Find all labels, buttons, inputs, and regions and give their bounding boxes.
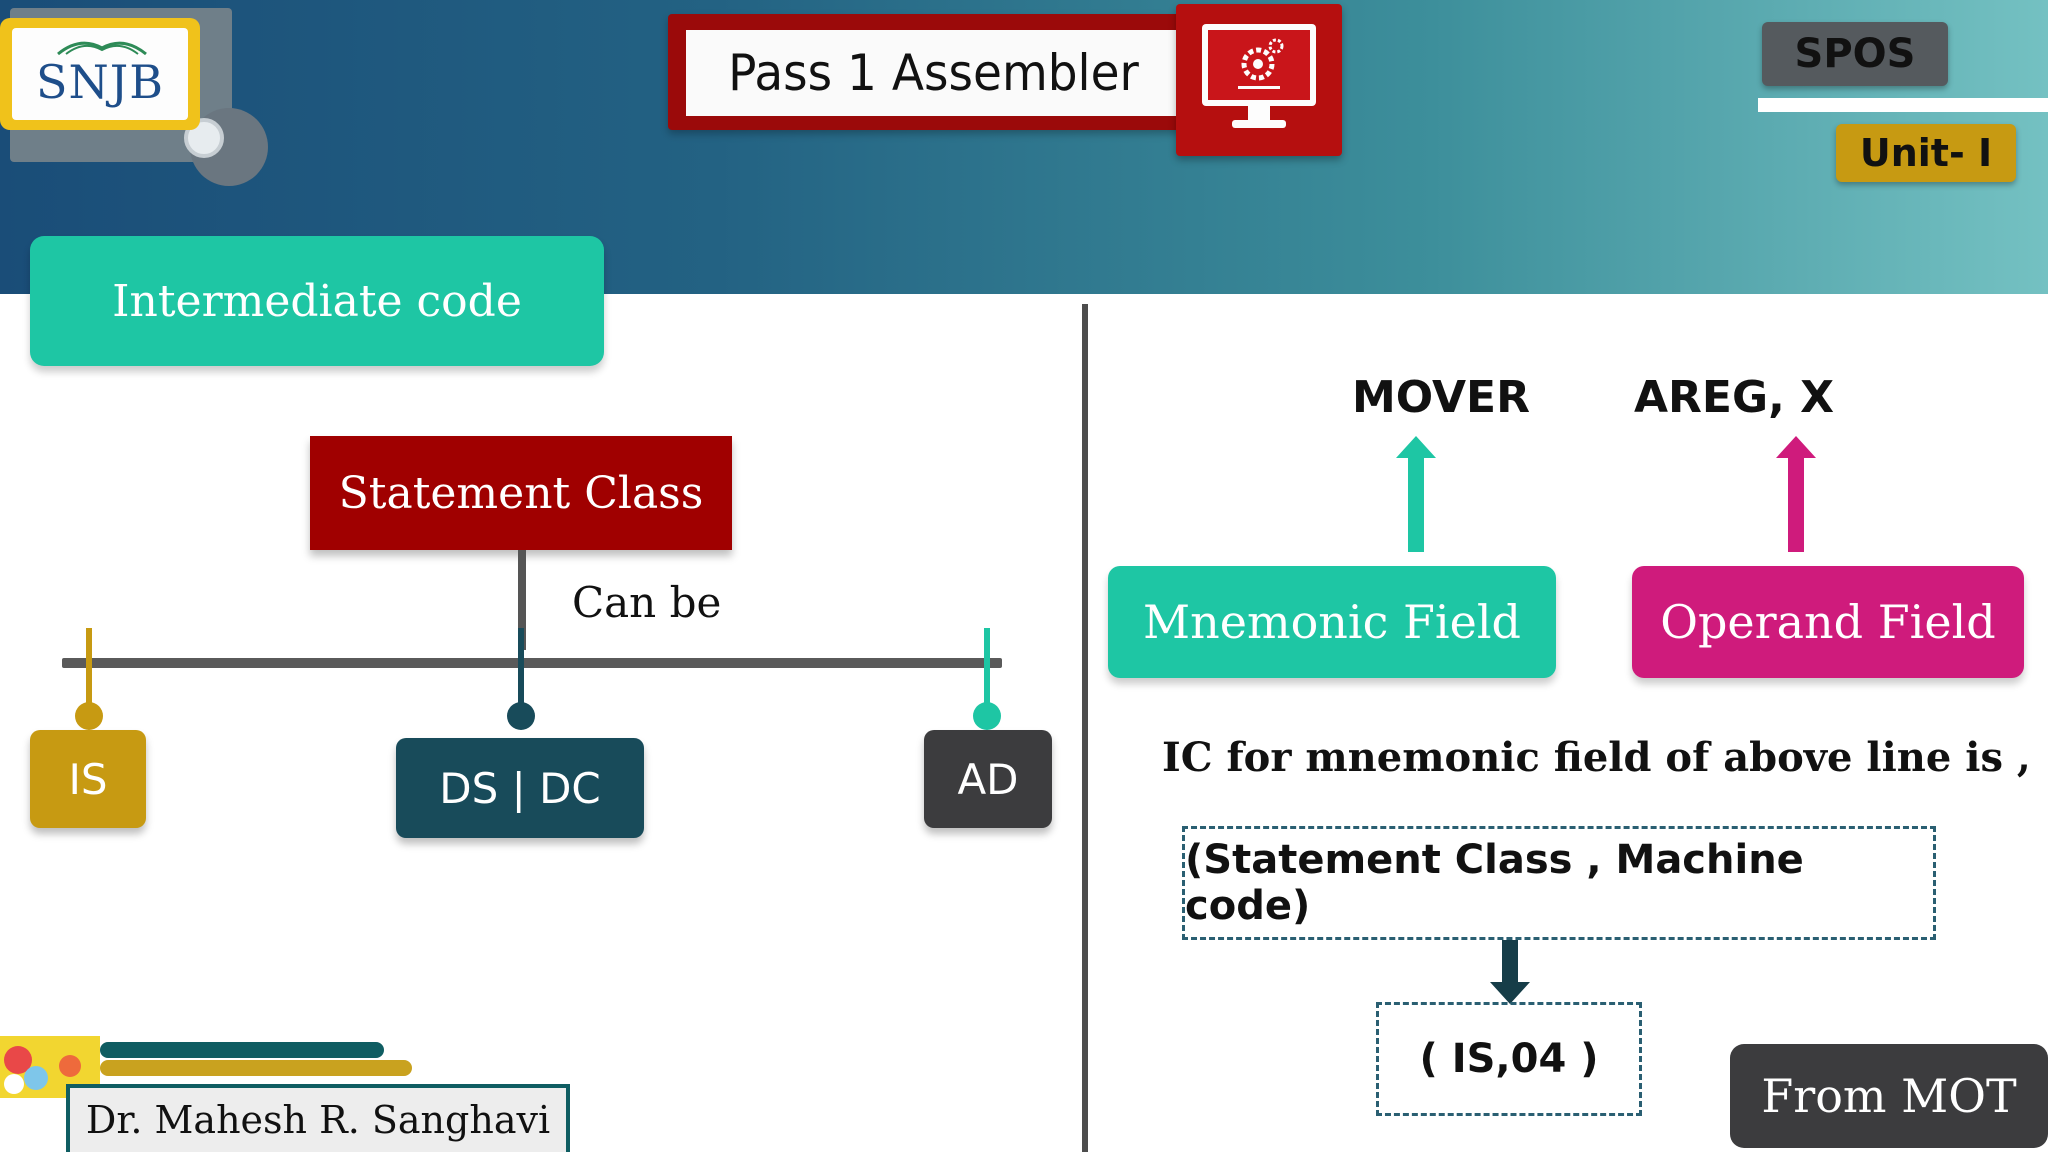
class-is-badge: IS	[30, 730, 146, 828]
statement-class-connector	[518, 550, 526, 650]
source-badge: From MOT	[1730, 1044, 2048, 1148]
ic-format-box: (Statement Class , Machine code)	[1182, 826, 1936, 940]
instruction-mnemonic: MOVER	[1352, 372, 1530, 423]
class-ds-dc-badge: DS | DC	[396, 738, 644, 838]
intermediate-code-heading: Intermediate code	[30, 236, 604, 366]
class-branch-line	[62, 658, 1002, 668]
statement-class-box: Statement Class	[310, 436, 732, 550]
unit-badge: Unit- I	[1836, 124, 2016, 182]
ds-pin-dot	[507, 702, 535, 730]
computer-settings-icon	[1202, 24, 1316, 128]
panel-divider	[1082, 304, 1088, 1152]
subject-badge: SPOS	[1762, 22, 1948, 86]
logo-knob-inner-decoration	[184, 118, 224, 158]
class-ad-badge: AD	[924, 730, 1052, 828]
ic-result-box: ( IS,04 )	[1376, 1002, 1642, 1116]
operand-up-arrow-icon	[1776, 436, 1816, 552]
mnemonic-up-arrow-icon	[1396, 436, 1436, 552]
operand-field-badge: Operand Field	[1632, 566, 2024, 678]
ad-pin-stem	[984, 628, 990, 718]
instruction-operand: AREG, X	[1634, 372, 1835, 423]
logo-text: SNJB	[35, 55, 164, 109]
is-pin-dot	[75, 702, 103, 730]
book-icon	[57, 41, 147, 56]
down-arrow-icon	[1490, 940, 1530, 1004]
is-pin-stem	[86, 628, 92, 718]
ds-pin-stem	[518, 628, 524, 720]
author-name: Dr. Mahesh R. Sanghavi	[66, 1084, 570, 1152]
page-title: Pass 1 Assembler	[686, 30, 1180, 116]
ic-explanation-text: IC for mnemonic field of above line is ,	[1162, 734, 2031, 781]
mnemonic-field-badge: Mnemonic Field	[1108, 566, 1556, 678]
can-be-label: Can be	[572, 578, 722, 627]
ad-pin-dot	[973, 702, 1001, 730]
header-divider-bar	[1758, 98, 2048, 112]
snjb-logo: SNJB	[12, 28, 188, 120]
